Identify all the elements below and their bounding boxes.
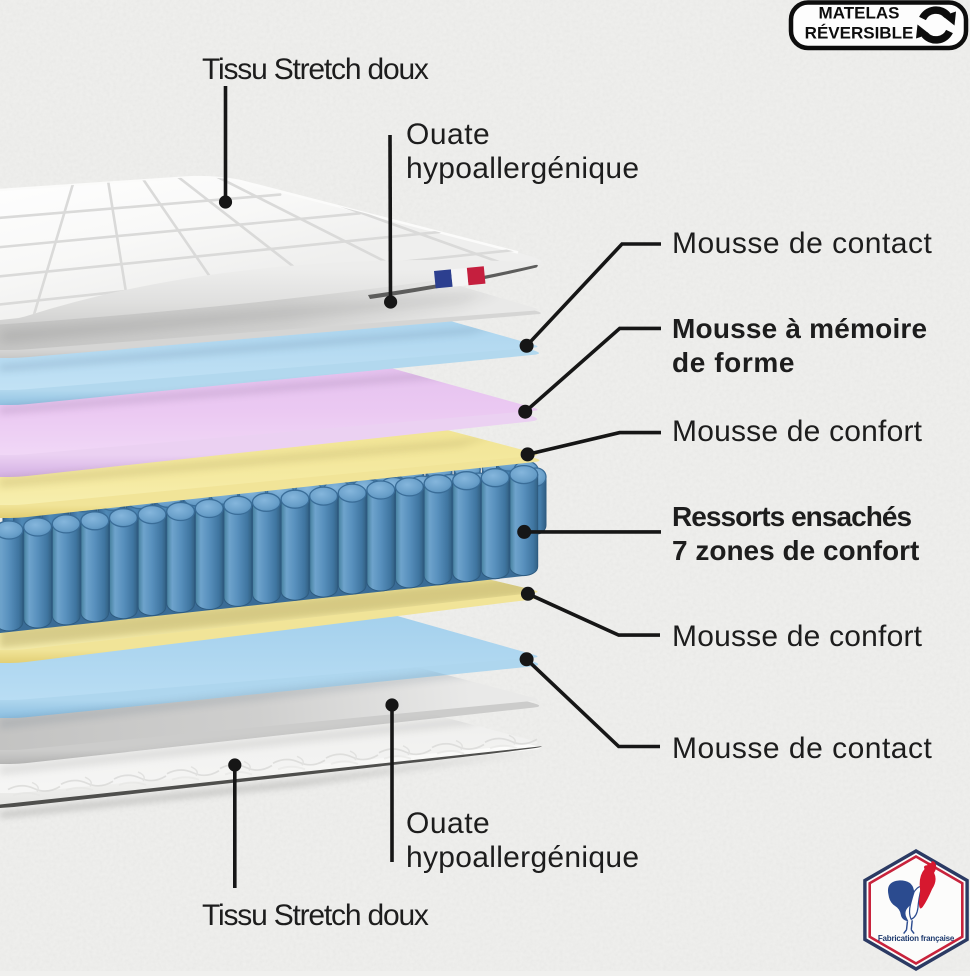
svg-text:Mousse de confort: Mousse de confort — [672, 415, 923, 448]
svg-text:Ouate: Ouate — [406, 807, 490, 840]
svg-text:7 zones de confort: 7 zones de confort — [672, 535, 919, 566]
svg-text:Mousse de contact: Mousse de contact — [672, 227, 932, 260]
svg-text:Tissu Stretch doux: Tissu Stretch doux — [202, 53, 429, 86]
svg-text:Tissu Stretch doux: Tissu Stretch doux — [202, 899, 429, 932]
svg-text:MATELAS: MATELAS — [819, 4, 900, 23]
svg-text:Mousse de confort: Mousse de confort — [672, 620, 923, 653]
svg-text:Ouate: Ouate — [406, 118, 490, 151]
svg-text:de forme: de forme — [672, 347, 795, 378]
svg-text:Fabrication française: Fabrication française — [878, 934, 955, 943]
svg-text:hypoallergénique: hypoallergénique — [406, 152, 639, 185]
svg-text:Mousse à mémoire: Mousse à mémoire — [672, 313, 927, 344]
svg-text:Mousse de contact: Mousse de contact — [672, 732, 932, 765]
svg-text:Ressorts ensachés: Ressorts ensachés — [672, 501, 911, 532]
svg-text:RÉVERSIBLE: RÉVERSIBLE — [805, 24, 914, 43]
svg-text:hypoallergénique: hypoallergénique — [406, 841, 639, 874]
